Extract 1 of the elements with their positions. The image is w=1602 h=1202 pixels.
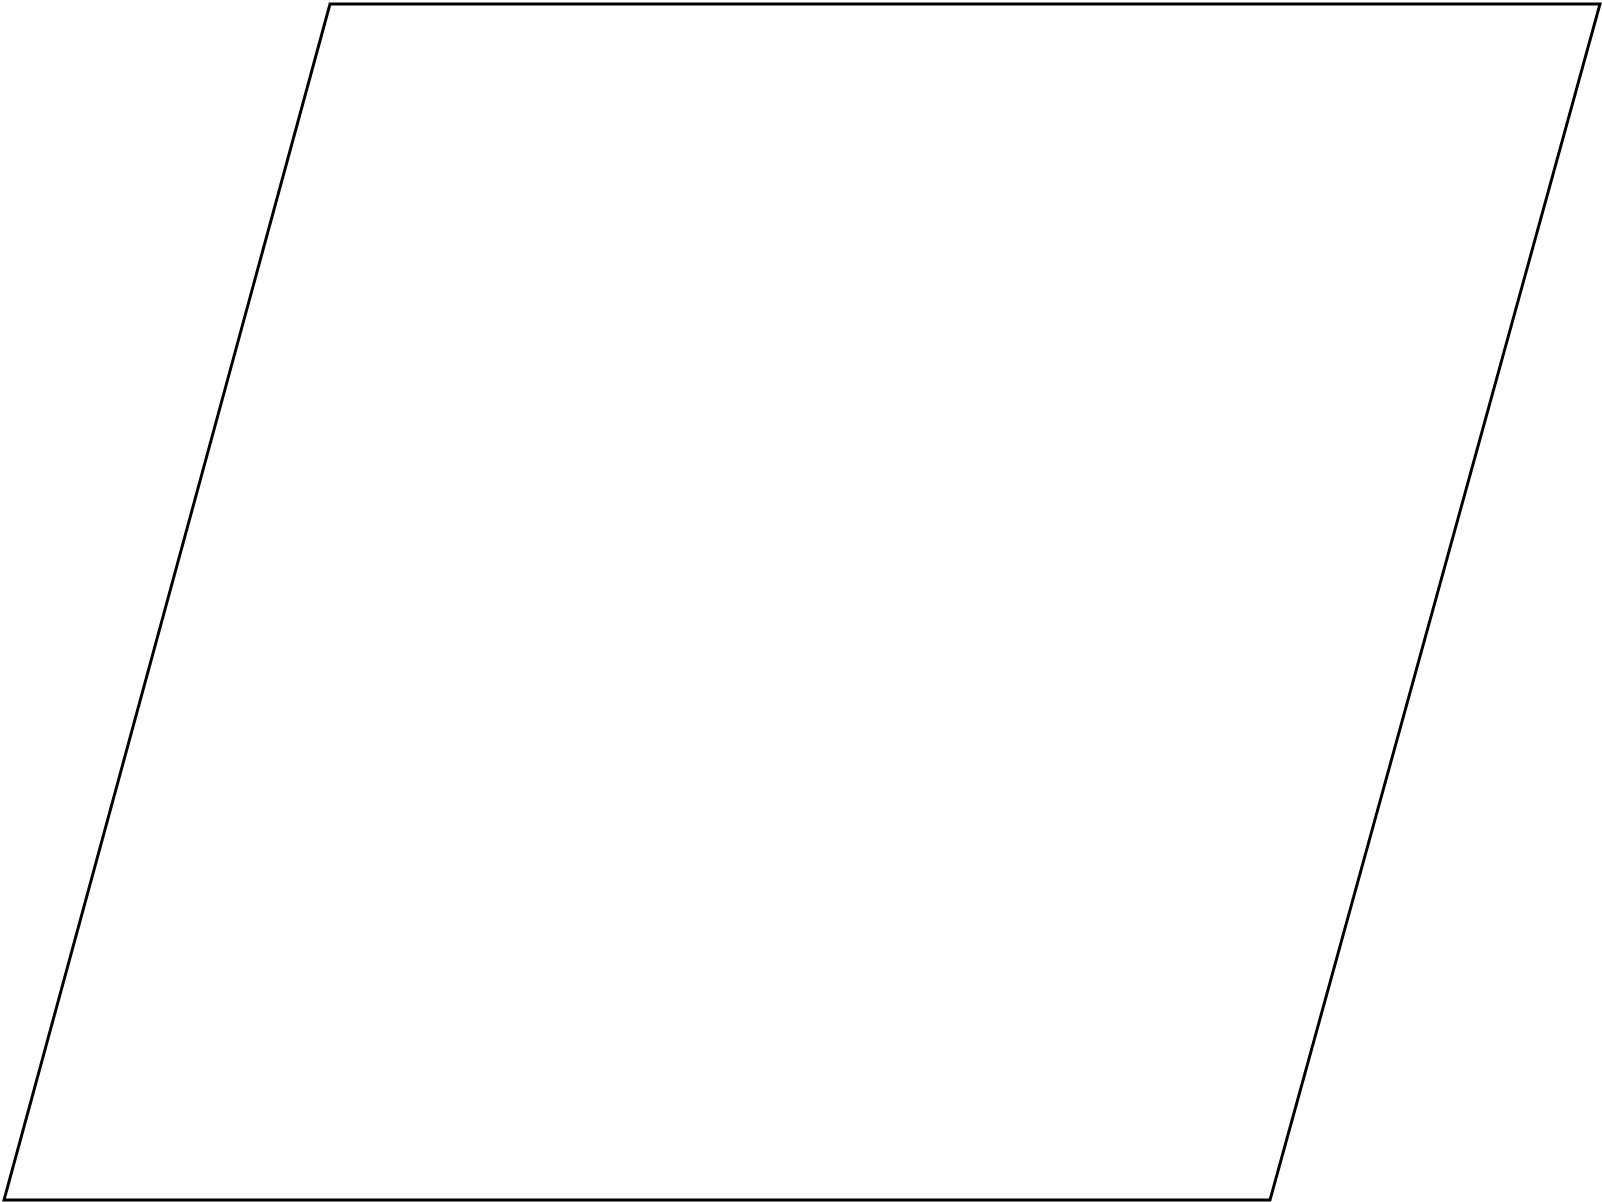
parallelogram-shape xyxy=(2,2,1602,1202)
